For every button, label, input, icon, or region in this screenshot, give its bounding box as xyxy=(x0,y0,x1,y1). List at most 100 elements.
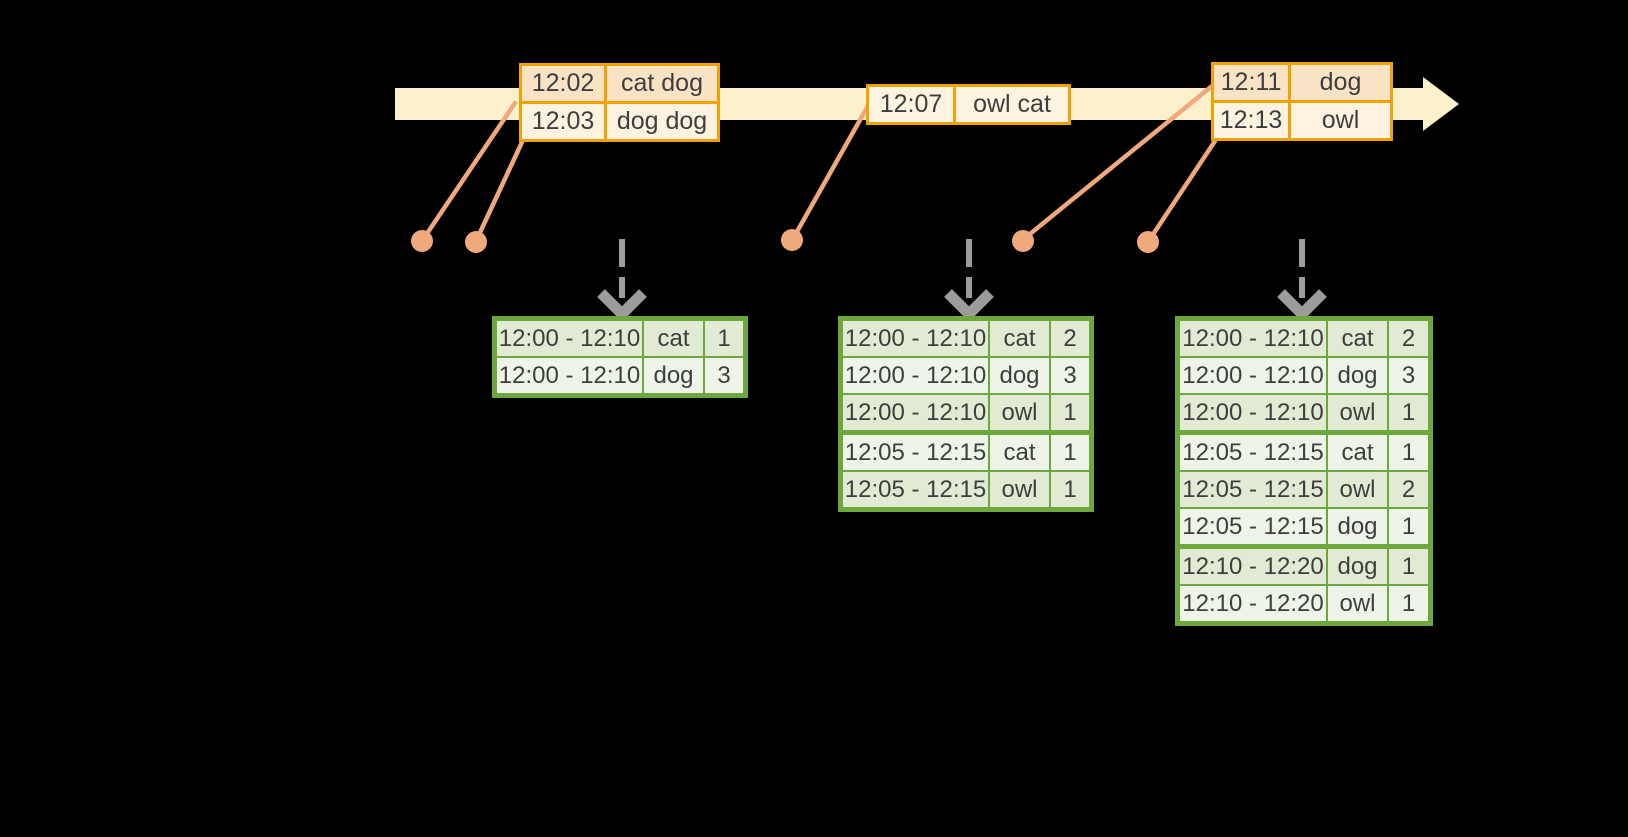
window-cell: 12:10 - 12:20 xyxy=(1180,586,1326,621)
count-cell: 1 xyxy=(1389,549,1428,584)
window-cell: 12:10 - 12:20 xyxy=(1180,549,1326,584)
count-cell: 1 xyxy=(705,321,743,356)
trigger-arrowhead-icon xyxy=(597,289,647,322)
count-cell: 1 xyxy=(1389,509,1428,544)
timeline-arrowhead-icon xyxy=(1423,77,1459,131)
word-cell: cat xyxy=(644,321,703,356)
window-cell: 12:00 - 12:10 xyxy=(1180,358,1326,393)
count-cell: 1 xyxy=(1051,395,1089,430)
word-cell: owl xyxy=(1328,586,1387,621)
word-cell: owl xyxy=(990,395,1049,430)
count-cell: 1 xyxy=(1051,435,1089,470)
word-cell: dog xyxy=(1328,549,1387,584)
event-dot-icon xyxy=(1137,231,1159,253)
word-cell: cat xyxy=(990,321,1049,356)
connector-line xyxy=(1147,138,1218,242)
window-cell: 12:05 - 12:15 xyxy=(1180,509,1326,544)
time-cell: 12:07 xyxy=(869,87,953,122)
word-cell: owl xyxy=(1328,395,1387,430)
word-cell: cat xyxy=(1328,435,1387,470)
trigger-arrowhead-icon xyxy=(944,289,994,322)
time-cell: 12:03 xyxy=(522,104,604,139)
event-dot-icon xyxy=(781,229,803,251)
window-cell: 12:00 - 12:10 xyxy=(497,321,642,356)
count-cell: 2 xyxy=(1051,321,1089,356)
word-cell: dog xyxy=(1328,358,1387,393)
time-cell: 12:11 xyxy=(1214,65,1288,100)
connector-line xyxy=(791,101,872,240)
window-cell: 12:05 - 12:15 xyxy=(1180,472,1326,507)
connector-line xyxy=(474,137,526,242)
count-cell: 1 xyxy=(1389,586,1428,621)
word-cell: owl xyxy=(1328,472,1387,507)
window-cell: 12:05 - 12:15 xyxy=(843,472,988,507)
count-cell: 2 xyxy=(1389,472,1428,507)
connector-line xyxy=(421,100,518,241)
window-cell: 12:05 - 12:15 xyxy=(843,435,988,470)
trigger-arrow-1 xyxy=(597,239,647,322)
trigger-arrowhead-icon xyxy=(1277,289,1327,322)
trigger-arrow-3 xyxy=(1277,239,1327,322)
word-cell: owl xyxy=(990,472,1049,507)
word-cell: cat xyxy=(1328,321,1387,356)
words-cell: dog dog xyxy=(607,104,717,139)
window-cell: 12:00 - 12:10 xyxy=(843,395,988,430)
count-cell: 3 xyxy=(705,358,743,393)
window-cell: 12:05 - 12:15 xyxy=(1180,435,1326,470)
event-dot-icon xyxy=(1012,230,1034,252)
count-cell: 1 xyxy=(1051,472,1089,507)
event-dot-icon xyxy=(411,230,433,252)
word-cell: dog xyxy=(644,358,703,393)
words-cell: cat dog xyxy=(607,66,717,101)
trigger-arrows xyxy=(597,239,1327,322)
event-connector-lines xyxy=(421,83,1218,242)
count-cell: 2 xyxy=(1389,321,1428,356)
time-cell: 12:02 xyxy=(522,66,604,101)
count-cell: 3 xyxy=(1389,358,1428,393)
count-cell: 1 xyxy=(1389,395,1428,430)
window-cell: 12:00 - 12:10 xyxy=(843,358,988,393)
word-cell: cat xyxy=(990,435,1049,470)
word-cell: dog xyxy=(990,358,1049,393)
event-dots xyxy=(411,229,1159,253)
window-cell: 12:00 - 12:10 xyxy=(1180,321,1326,356)
event-dot-icon xyxy=(465,231,487,253)
words-cell: dog xyxy=(1291,65,1390,100)
trigger-arrow-2 xyxy=(944,239,994,322)
time-cell: 12:13 xyxy=(1214,103,1288,138)
window-cell: 12:00 - 12:10 xyxy=(843,321,988,356)
word-cell: dog xyxy=(1328,509,1387,544)
words-cell: owl xyxy=(1291,103,1390,138)
window-cell: 12:00 - 12:10 xyxy=(497,358,642,393)
count-cell: 1 xyxy=(1389,435,1428,470)
window-cell: 12:00 - 12:10 xyxy=(1180,395,1326,430)
connector-line xyxy=(1022,83,1215,241)
